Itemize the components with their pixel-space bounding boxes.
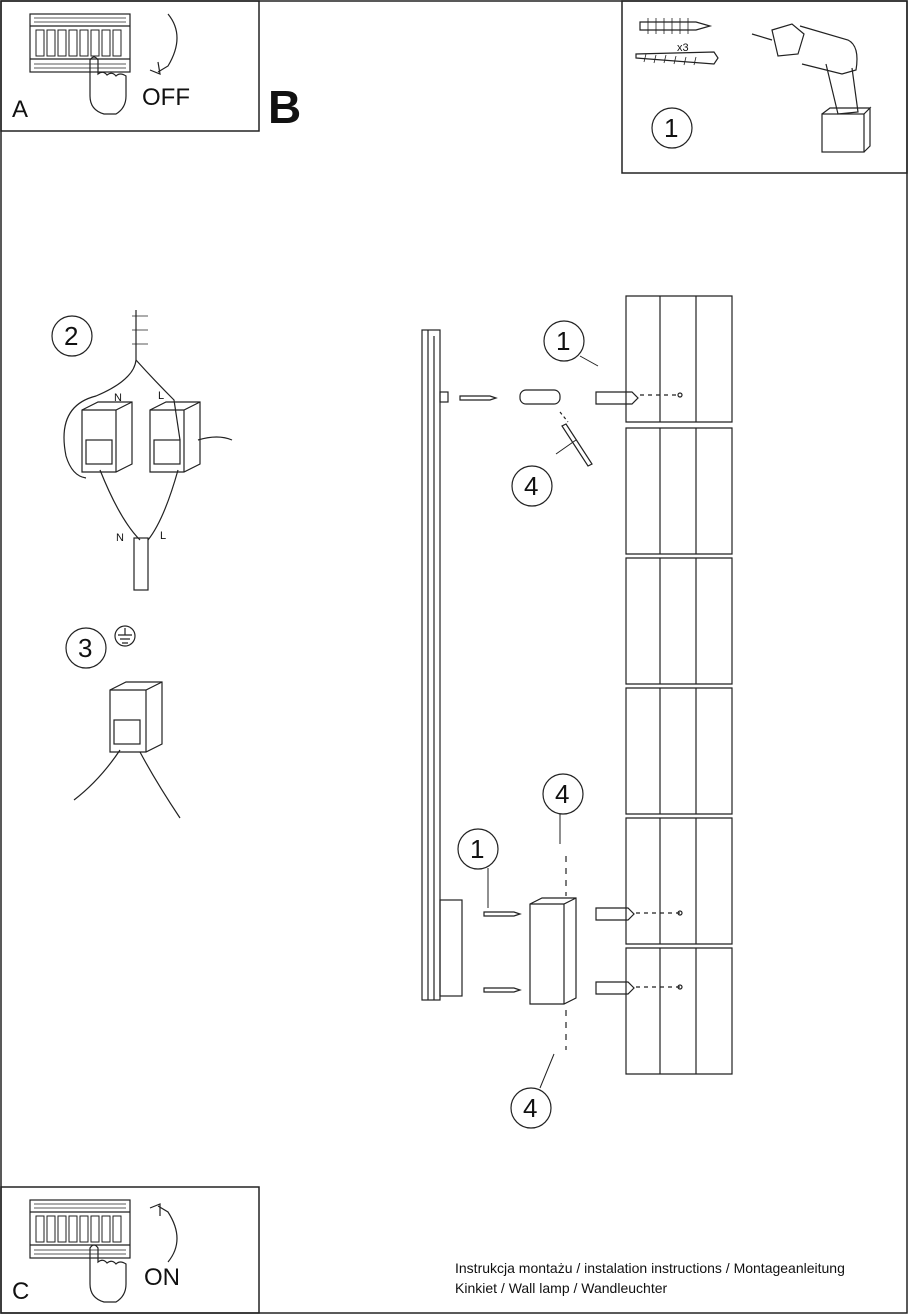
wire-label-l-bottom: L	[160, 530, 167, 542]
tools-box	[621, 0, 908, 174]
top-screw-step: 1	[556, 326, 571, 356]
wall-anchor-icon	[595, 391, 639, 405]
wiring-step: 2	[64, 321, 79, 351]
ground-wires	[73, 749, 181, 819]
wire-label-l-top: L	[158, 390, 165, 402]
anchor-count-label: x3	[677, 42, 689, 54]
step-circle	[51, 315, 93, 357]
panel-c-box	[0, 1186, 260, 1314]
drill-icon	[751, 23, 872, 153]
lamp-profile	[421, 329, 463, 1001]
terminal-block-icon	[81, 401, 133, 473]
wire-label-n-bottom: N	[116, 532, 124, 544]
ground-step: 3	[78, 633, 93, 663]
panel-c-state: ON	[144, 1264, 180, 1291]
panel-a-box	[0, 0, 260, 132]
ground-symbol-icon	[114, 625, 136, 647]
tools-step: 1	[664, 113, 679, 143]
hand-icon	[89, 56, 127, 115]
top-key-step: 4	[524, 471, 539, 501]
bottom-key-bottom-step: 4	[523, 1093, 538, 1123]
wire-l	[135, 359, 181, 441]
wire-lower	[99, 469, 179, 541]
footer-line-2: Kinkiet / Wall lamp / Wandleuchter	[455, 1280, 668, 1296]
curved-arrow-icon	[149, 1203, 178, 1263]
wall-anchor-icon	[595, 981, 635, 995]
screw-icon	[483, 987, 522, 993]
wire-label-n-top: N	[114, 392, 122, 404]
breaker-panel-icon	[29, 13, 131, 73]
screw-icon	[635, 51, 719, 66]
panel-c-letter: C	[12, 1278, 30, 1305]
hand-icon	[89, 1244, 127, 1303]
screwdriver-hand	[197, 436, 233, 441]
step-circle	[510, 1087, 552, 1129]
bottom-key-top-step: 4	[555, 779, 570, 809]
step-circle	[651, 107, 693, 149]
breaker-panel-icon	[29, 1199, 131, 1259]
mounting-bracket	[519, 389, 561, 405]
terminal-block-icon	[109, 681, 163, 753]
bottom-screw-step: 1	[470, 834, 485, 864]
step-circle	[65, 627, 107, 669]
panel-a-state: OFF	[142, 84, 190, 111]
cable-sheath	[133, 537, 149, 591]
screw-icon	[459, 395, 498, 401]
wire-n	[63, 310, 137, 479]
wall-panel-icon	[625, 295, 733, 1075]
step-circle	[457, 828, 499, 870]
footer-line-1: Instrukcja montażu / instalation instruc…	[455, 1260, 845, 1276]
wall-anchor-icon	[595, 907, 635, 921]
terminal-block-icon	[149, 401, 201, 473]
step-circle	[511, 465, 553, 507]
panel-a-letter: A	[12, 96, 29, 123]
panel-b-letter: B	[268, 81, 302, 133]
wall-anchor-icon	[639, 18, 713, 34]
mounting-bracket	[529, 897, 577, 1005]
curved-arrow-icon	[149, 13, 178, 75]
step-circle	[543, 320, 585, 362]
step-circle	[542, 773, 584, 815]
screw-icon	[483, 911, 522, 917]
allen-key-icon	[561, 423, 593, 467]
